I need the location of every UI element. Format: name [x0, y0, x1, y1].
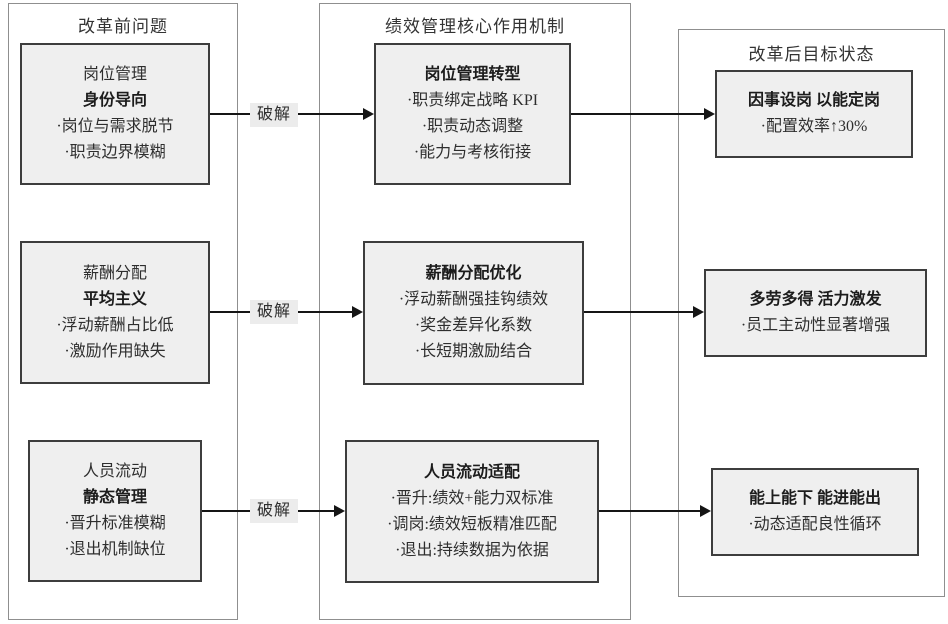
panel-title: 绩效管理核心作用机制 — [385, 17, 565, 36]
arrow-line — [599, 510, 700, 512]
box-bullet: ·激励作用缺失 — [64, 342, 166, 360]
arrow-head-right-icon — [700, 505, 711, 517]
box-keyword: 平均主义 — [82, 290, 147, 308]
arrow-line — [584, 311, 693, 313]
flow-box-salary-target: 多劳多得 活力激发 ·员工主动性显著增强 — [704, 269, 927, 357]
box-bullet: ·奖金差异化系数 — [414, 317, 533, 334]
box-bullet: ·浮动薪酬强挂钩绩效 — [398, 291, 549, 308]
box-bullet: ·退出机制缺位 — [64, 541, 166, 558]
flow-box-position-target: 因事设岗 以能定岗 ·配置效率↑30% — [715, 70, 913, 158]
flow-box-mobility-target: 能上能下 能进能出 ·动态适配良性循环 — [711, 468, 919, 556]
flow-box-salary-optimize: 薪酬分配优化 ·浮动薪酬强挂钩绩效 ·奖金差异化系数 ·长短期激励结合 — [363, 241, 584, 385]
box-bullet: ·长短期激励结合 — [414, 343, 533, 360]
box-bullet: ·岗位与需求脱节 — [56, 118, 174, 135]
arrow-label-crack: 破解 — [250, 103, 298, 127]
arrow-label-crack: 破解 — [250, 499, 298, 523]
flow-box-position-transform: 岗位管理转型 ·职责绑定战略 KPI ·职责动态调整 ·能力与考核衔接 — [374, 43, 571, 185]
arrow-head-right-icon — [363, 108, 374, 120]
box-keyword: 能上能下 能进能出 — [748, 490, 881, 507]
flow-box-mobility-adapt: 人员流动适配 ·晋升:绩效+能力双标准 ·调岗:绩效短板精准匹配 ·退出:持续数… — [345, 440, 599, 583]
arrow-line — [571, 113, 705, 115]
box-subject: 人员流动 — [82, 463, 147, 480]
box-subject: 薪酬分配 — [82, 264, 147, 282]
box-bullet: ·退出:持续数据为依据 — [395, 541, 549, 559]
box-bullet: ·调岗:绩效短板精准匹配 — [387, 515, 557, 533]
flow-box-salary-problem: 薪酬分配 平均主义 ·浮动薪酬占比低 ·激励作用缺失 — [20, 241, 210, 384]
flow-box-mobility-problem: 人员流动 静态管理 ·晋升标准模糊 ·退出机制缺位 — [28, 440, 202, 582]
box-bullet: ·职责绑定战略 KPI — [406, 92, 539, 109]
box-bullet: ·晋升:绩效+能力双标准 — [390, 489, 554, 507]
arrow-head-right-icon — [334, 505, 345, 517]
box-keyword: 身份导向 — [82, 92, 147, 109]
box-keyword: 薪酬分配优化 — [425, 265, 522, 282]
arrow-head-right-icon — [693, 306, 704, 318]
box-bullet: ·动态适配良性循环 — [748, 516, 882, 533]
arrow-head-right-icon — [352, 306, 363, 318]
box-bullet: ·职责边界模糊 — [64, 144, 166, 161]
box-subject: 岗位管理 — [82, 66, 147, 83]
box-bullet: ·浮动薪酬占比低 — [56, 316, 174, 334]
panel-title: 改革前问题 — [78, 17, 168, 36]
box-keyword: 人员流动适配 — [423, 463, 520, 481]
box-bullet: ·能力与考核衔接 — [413, 144, 532, 161]
box-keyword: 岗位管理转型 — [424, 66, 521, 83]
box-bullet: ·员工主动性显著增强 — [740, 317, 891, 334]
flow-box-position-problem: 岗位管理 身份导向 ·岗位与需求脱节 ·职责边界模糊 — [20, 43, 210, 185]
arrow-head-right-icon — [704, 108, 715, 120]
box-keyword: 静态管理 — [82, 489, 147, 506]
box-keyword: 多劳多得 活力激发 — [749, 291, 882, 308]
arrow-label-crack: 破解 — [250, 300, 298, 324]
box-bullet: ·职责动态调整 — [421, 118, 524, 135]
panel-title: 改革后目标状态 — [748, 45, 875, 64]
box-keyword: 因事设岗 以能定岗 — [747, 92, 880, 109]
box-bullet: ·配置效率↑30% — [760, 118, 868, 135]
box-bullet: ·晋升标准模糊 — [64, 515, 166, 532]
